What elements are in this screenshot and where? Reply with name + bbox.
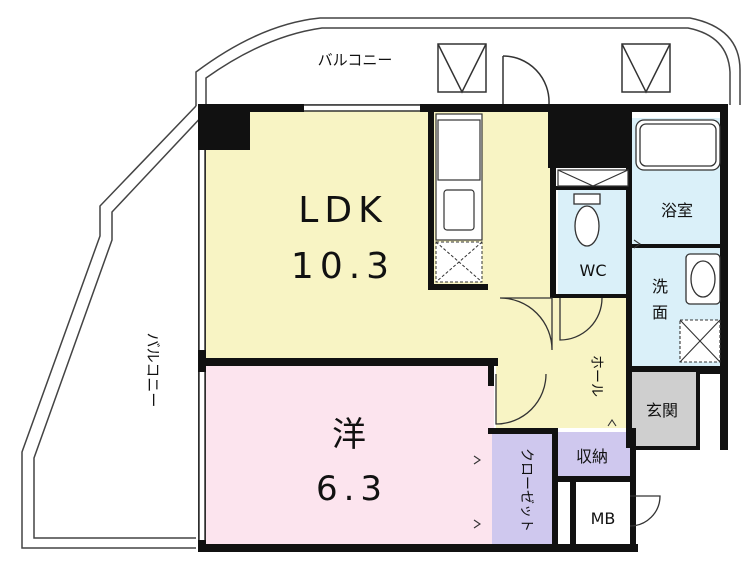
ventilation-icon <box>557 169 629 187</box>
wc-label: WC <box>580 261 607 280</box>
ldk-room <box>204 110 552 360</box>
washing-machine-pan-icon <box>679 319 721 363</box>
door-swing-icon <box>473 239 641 529</box>
western-room-name: 洋 <box>332 415 372 455</box>
closet-room <box>492 432 552 546</box>
balcony-top-label: バルコニー <box>318 51 393 69</box>
ac-outdoor-unit-icon <box>621 43 671 94</box>
ac-outdoor-unit-icon <box>437 43 487 94</box>
washroom-label-2: 面 <box>652 303 668 322</box>
mb-room <box>576 482 630 546</box>
entrance-area <box>632 372 698 448</box>
hall-label: ホール <box>588 355 604 397</box>
ldk-room-name: LDK <box>298 190 387 231</box>
stove-icon <box>435 241 483 283</box>
toilet-icon <box>573 193 601 247</box>
western-room <box>204 366 494 546</box>
mb-label: MB <box>591 509 616 528</box>
bath-label: 浴室 <box>661 201 693 220</box>
wash-basin-icon <box>685 253 721 305</box>
entrance-label: 玄関 <box>646 401 678 420</box>
ldk-room-size: 10.3 <box>291 246 395 287</box>
kitchen-sink-icon <box>435 113 483 241</box>
hall-area <box>496 296 630 428</box>
bathtub-icon <box>635 119 721 171</box>
balcony-side-label: バルコニー <box>144 333 162 408</box>
closet-label: クローゼット <box>518 448 534 532</box>
balcony <box>21 17 741 549</box>
storage-label: 収納 <box>576 447 608 466</box>
door-swing-icon <box>495 297 661 527</box>
door-swing-icon <box>502 55 550 105</box>
storage-room <box>558 432 630 478</box>
washroom-label-1: 洗 <box>652 277 668 296</box>
western-room-size: 6.3 <box>316 469 388 509</box>
